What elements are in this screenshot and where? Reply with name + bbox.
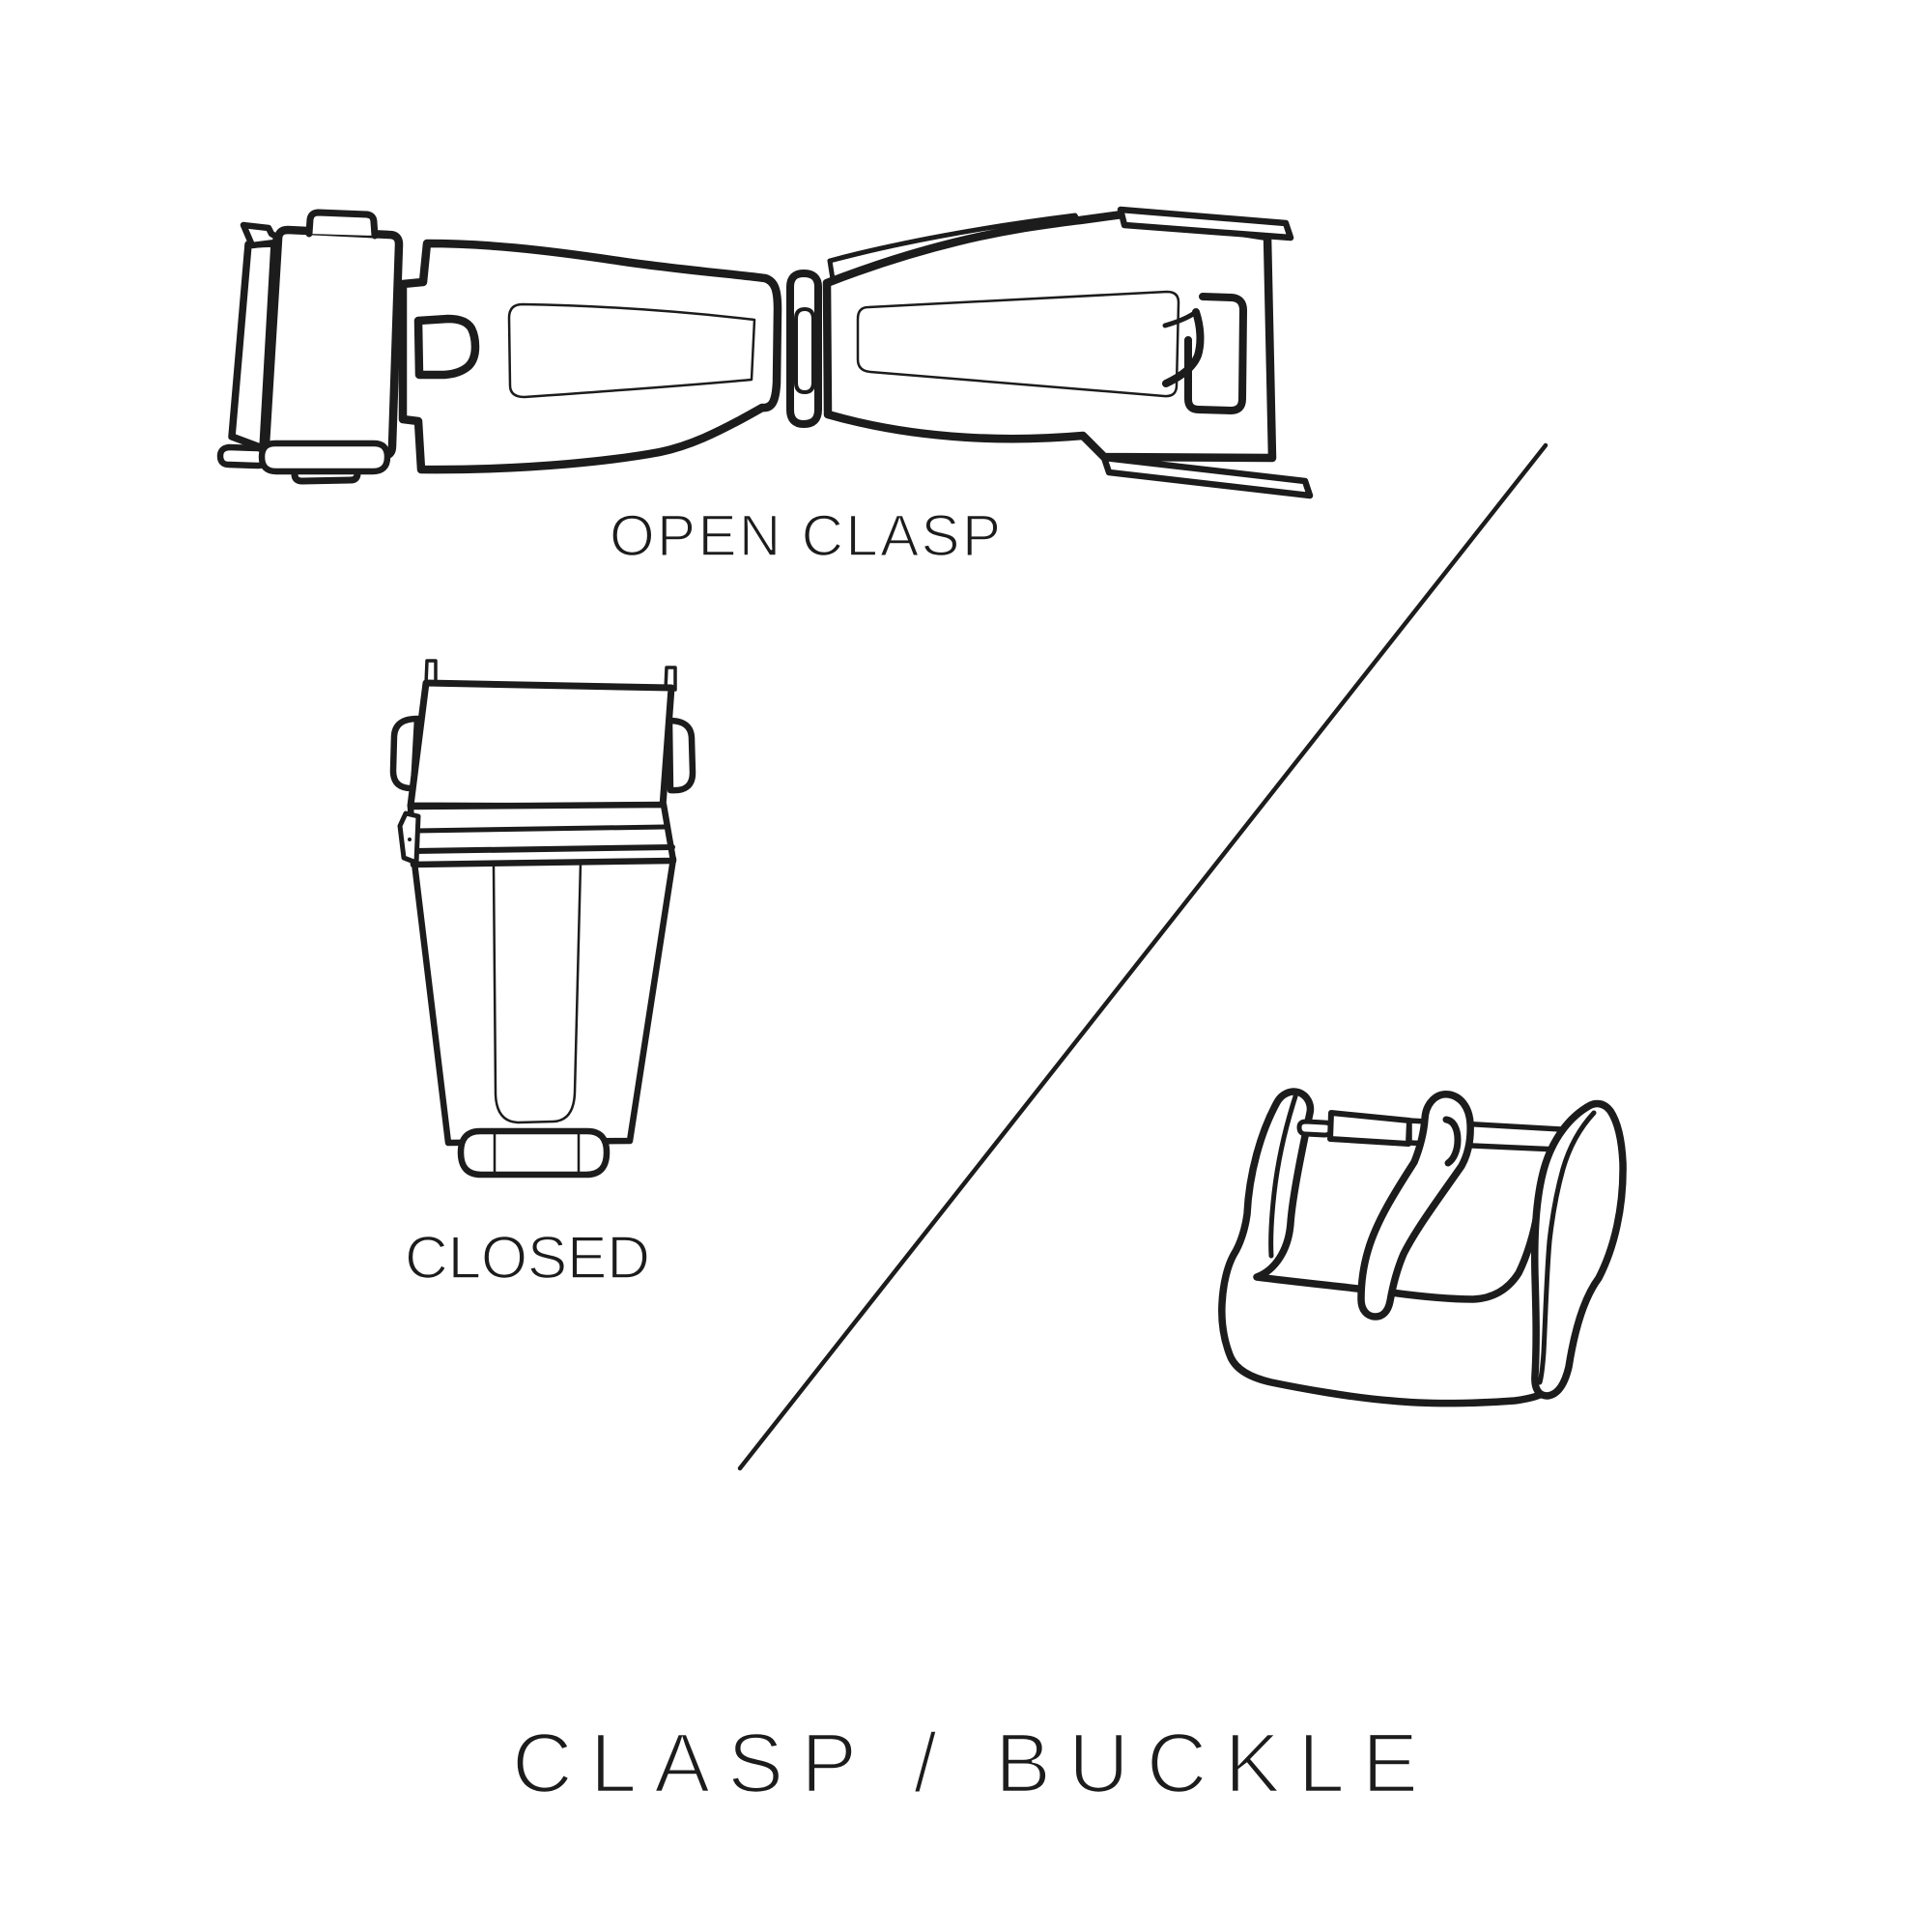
svg-text:CLASP / BUCKLE: CLASP / BUCKLE (512, 1717, 1418, 1810)
svg-text:OPEN CLASP: OPEN CLASP (610, 503, 1001, 568)
svg-text:CLOSED: CLOSED (405, 1225, 650, 1292)
